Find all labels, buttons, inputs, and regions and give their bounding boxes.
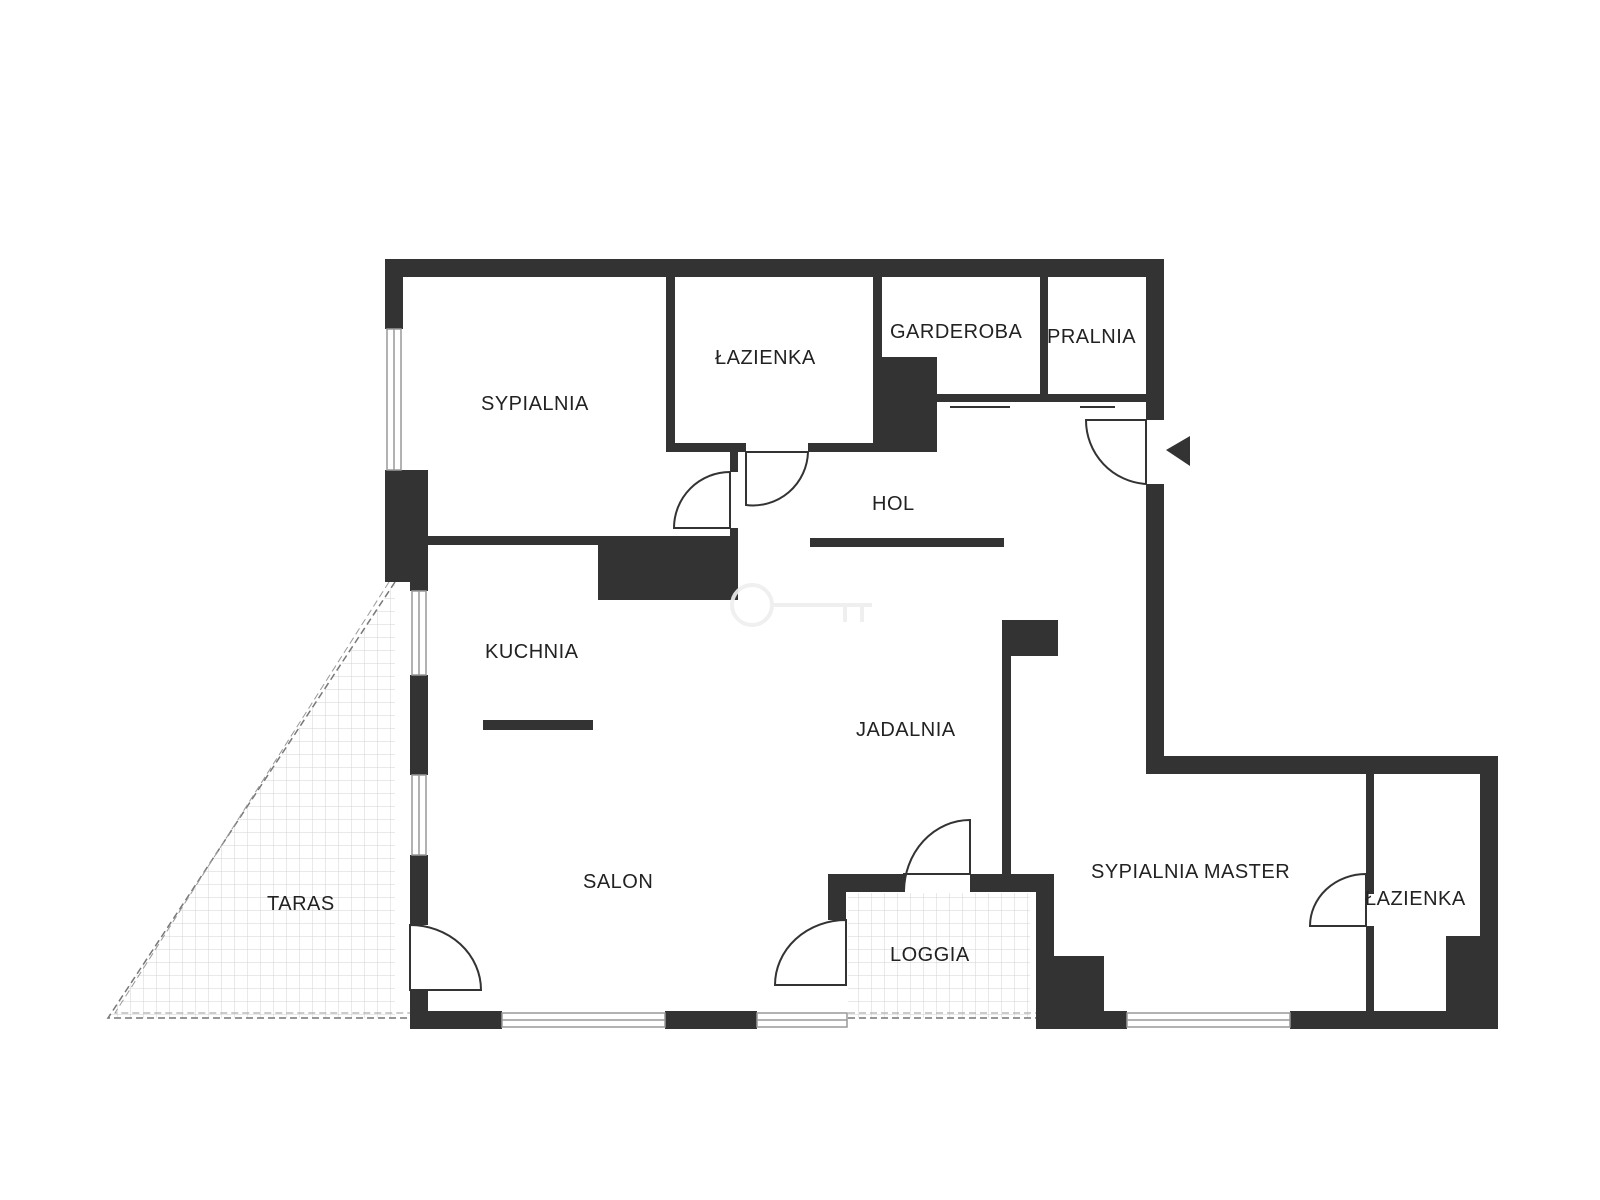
bedroom-door — [672, 470, 731, 529]
terrace-door — [409, 923, 483, 991]
key-watermark-icon — [730, 583, 872, 627]
terrace — [106, 581, 412, 1019]
room-label-kuchnia: KUCHNIA — [485, 641, 579, 663]
loggia-area — [848, 893, 1036, 1019]
doors — [409, 419, 1367, 991]
entrance-arrow-icon — [1166, 436, 1190, 466]
room-label-lazienka-master: ŁAZIENKA — [1365, 888, 1466, 910]
room-label-sypialnia-master: SYPIALNIA MASTER — [1091, 861, 1290, 883]
room-label-garderoba: GARDEROBA — [890, 321, 1022, 343]
room-label-pralnia: PRALNIA — [1047, 326, 1136, 348]
entry-door — [1084, 419, 1147, 486]
room-label-loggia: LOGGIA — [890, 944, 970, 966]
bathroom-door — [745, 451, 810, 507]
room-label-jadalnia: JADALNIA — [856, 719, 956, 741]
walls — [385, 259, 1498, 1029]
room-label-hol: HOL — [872, 493, 915, 515]
room-label-salon: SALON — [583, 871, 653, 893]
loggia-door-north — [903, 818, 971, 893]
windows — [386, 328, 1291, 1028]
room-label-lazienka: ŁAZIENKA — [715, 347, 816, 369]
room-label-sypialnia: SYPIALNIA — [481, 393, 589, 415]
loggia-door-south — [773, 918, 847, 986]
master-bathroom-door — [1308, 872, 1367, 927]
room-labels: SYPIALNIA ŁAZIENKA GARDEROBA PRALNIA HOL… — [267, 321, 1466, 966]
room-label-taras: TARAS — [267, 893, 335, 915]
